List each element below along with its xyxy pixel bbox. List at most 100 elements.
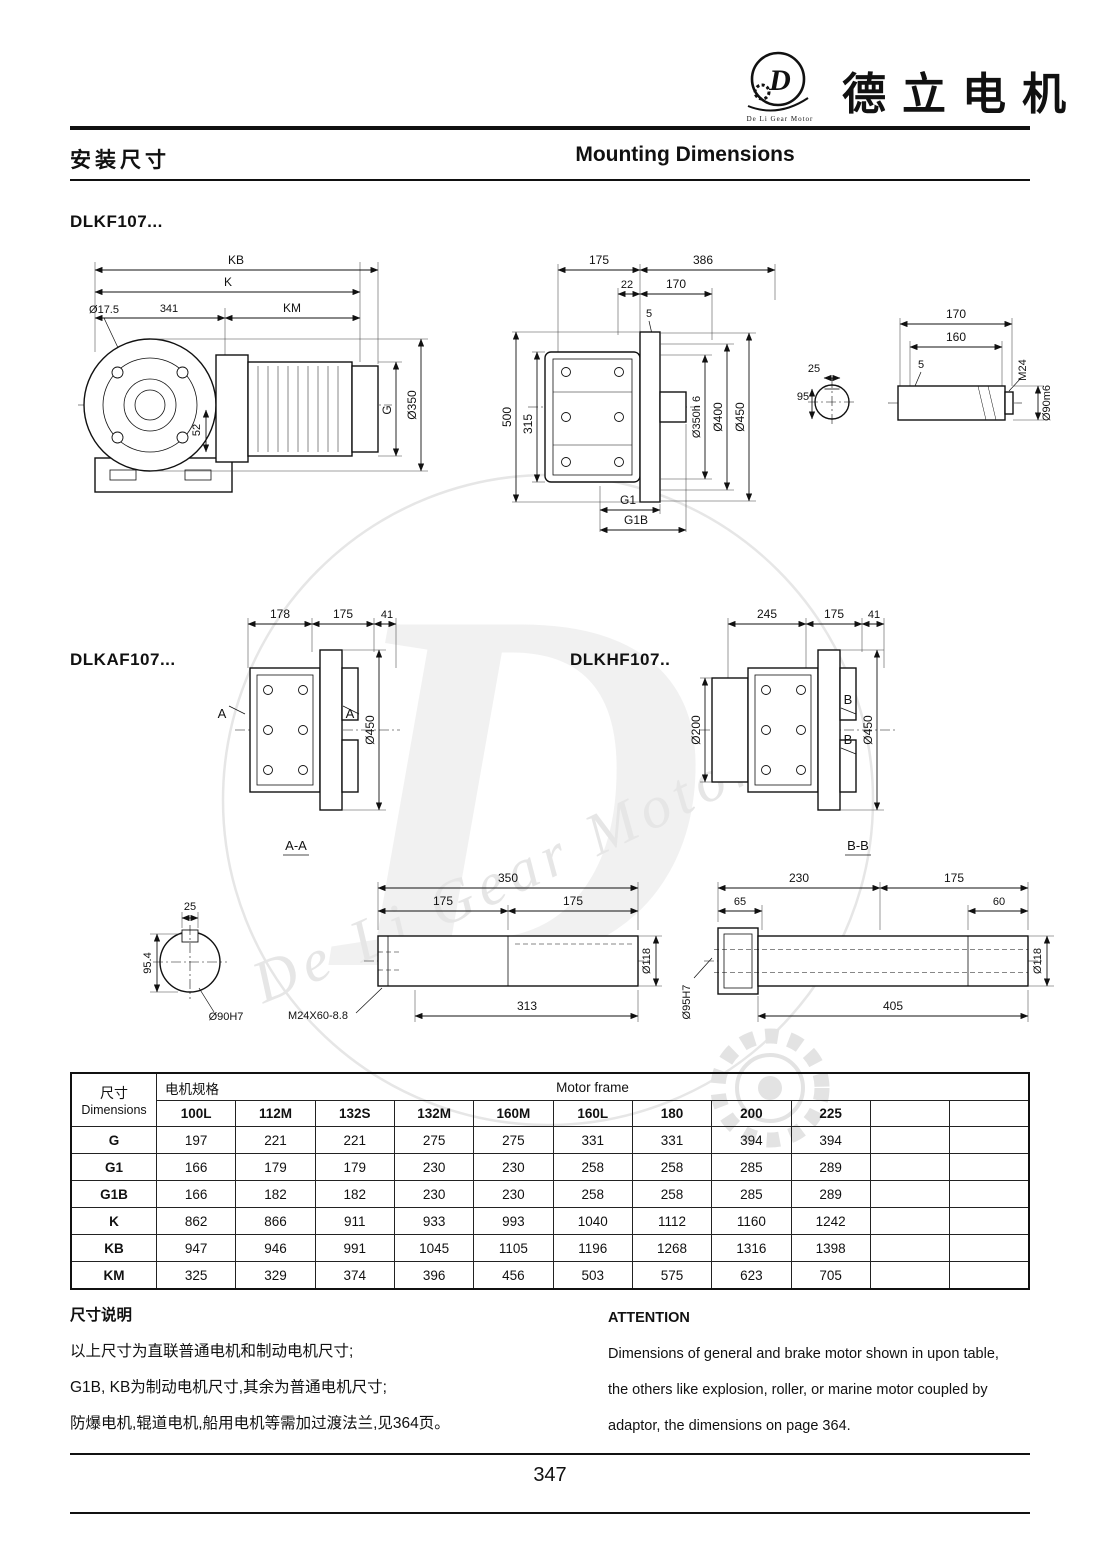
motor-fins xyxy=(257,366,339,452)
dim-value: 331 xyxy=(631,1126,713,1154)
col-header-225: 225 xyxy=(790,1100,871,1127)
dim-value: 456 xyxy=(473,1261,554,1290)
drawing-aa-section: 25 95.4 Ø90H7 350 175 175 xyxy=(142,871,662,1023)
drawing-shaft-detail: 170 160 5 M24 Ø90m6 xyxy=(888,307,1053,421)
dim-value: 289 xyxy=(790,1180,871,1208)
gear-icon xyxy=(753,83,771,101)
dim-value: 230 xyxy=(393,1180,475,1208)
dim-value: 258 xyxy=(552,1153,633,1181)
dim-245: 245 xyxy=(757,607,777,621)
dim-175b: 175 xyxy=(563,894,583,908)
dim-value: 166 xyxy=(155,1180,237,1208)
dim-g1b: G1B xyxy=(624,513,648,527)
dim-value: 230 xyxy=(473,1153,554,1181)
dim-d118: Ø118 xyxy=(1032,948,1044,974)
page-title-en: Mounting Dimensions xyxy=(575,143,795,166)
dim-km: KM xyxy=(283,301,301,315)
dim-value: 197 xyxy=(155,1126,237,1154)
notes-english: ATTENTION Dimensions of general and brak… xyxy=(608,1300,999,1444)
dim-175: 175 xyxy=(824,607,844,621)
row-label: KM xyxy=(70,1261,157,1290)
section-label-dlkaf107: DLKAF107... xyxy=(70,650,176,669)
corner-cn: 尺寸 xyxy=(100,1085,128,1101)
dim-d450: Ø450 xyxy=(733,402,747,432)
dim-25: 25 xyxy=(184,901,196,913)
dim-value: 221 xyxy=(314,1126,395,1154)
dim-value: 230 xyxy=(473,1180,554,1208)
footer-rule-bottom xyxy=(70,1512,1030,1514)
section-label-aa: A-A xyxy=(285,838,307,853)
dim-value: 1196 xyxy=(552,1234,633,1262)
dim-313: 313 xyxy=(517,999,537,1013)
dim-41: 41 xyxy=(868,609,880,621)
dim-d118: Ø118 xyxy=(641,948,653,974)
dim-value: 862 xyxy=(155,1207,237,1235)
notes-en-title: ATTENTION xyxy=(608,1310,690,1326)
dim-value xyxy=(949,1261,1030,1290)
dim-value: 221 xyxy=(235,1126,316,1154)
dim-value: 575 xyxy=(631,1261,713,1290)
dim-value: 179 xyxy=(235,1153,316,1181)
dim-value: 946 xyxy=(235,1234,316,1262)
dim-value: 705 xyxy=(790,1261,871,1290)
section-mark-a-right: A xyxy=(346,706,355,721)
dim-value: 1268 xyxy=(631,1234,713,1262)
dim-value: 866 xyxy=(235,1207,316,1235)
dim-value: 1045 xyxy=(393,1234,475,1262)
dim-315: 315 xyxy=(521,414,535,434)
dim-value: 1105 xyxy=(473,1234,554,1262)
dim-d350h6: Ø350h 6 xyxy=(691,396,703,438)
footer-rule-top xyxy=(70,1453,1030,1455)
dim-value xyxy=(949,1180,1030,1208)
corner-en: Dimensions xyxy=(81,1103,147,1117)
dim-value xyxy=(869,1126,951,1154)
dim-value: 993 xyxy=(473,1207,554,1235)
row-label: G1 xyxy=(70,1153,157,1181)
note-line: G1B, KB为制动电机尺寸,其余为普通电机尺寸; xyxy=(70,1379,387,1396)
brand-name: 德立电机 xyxy=(842,70,1082,119)
logo-subtext: De Li Gear Motor xyxy=(747,115,814,123)
dim-65: 65 xyxy=(734,896,746,908)
logo-letter: D xyxy=(768,64,791,97)
dim-175: 175 xyxy=(944,871,964,885)
section-label-dlkhf107: DLKHF107.. xyxy=(570,650,671,669)
dim-d350: Ø350 xyxy=(405,390,419,420)
dim-5: 5 xyxy=(646,308,652,320)
dim-25: 25 xyxy=(808,363,820,375)
table-header-row-1: 尺寸 Dimensions 电机规格 Motor frame xyxy=(70,1072,1030,1127)
col-header-empty-10 xyxy=(949,1100,1030,1127)
dim-230: 230 xyxy=(789,871,809,885)
dim-value: 933 xyxy=(393,1207,475,1235)
section-mark-a-left: A xyxy=(218,706,227,721)
dim-m24x60: M24X60-8.8 xyxy=(288,1010,348,1022)
col-header-112M: 112M xyxy=(235,1100,316,1127)
dim-d400: Ø400 xyxy=(711,402,725,432)
dim-value: 396 xyxy=(393,1261,475,1290)
dim-value: 329 xyxy=(235,1261,316,1290)
dim-value xyxy=(869,1261,951,1290)
dim-value: 275 xyxy=(473,1126,554,1154)
dim-kb: KB xyxy=(228,253,244,267)
dim-value: 394 xyxy=(790,1126,871,1154)
drawing-dlkf-side-view: KB K 341 KM Ø17.5 xyxy=(78,253,428,493)
drawing-dlkaf-view: 178 175 41 A A Ø450 A-A xyxy=(218,607,400,856)
dim-178: 178 xyxy=(270,607,290,621)
brand-logo: D De Li Gear Motor xyxy=(738,48,838,126)
dim-value: 394 xyxy=(711,1126,792,1154)
dim-value: 289 xyxy=(790,1153,871,1181)
dim-60: 60 xyxy=(993,896,1005,908)
col-header-160L: 160L xyxy=(552,1100,633,1127)
row-label: G1B xyxy=(70,1180,157,1208)
motor-frame-en: Motor frame xyxy=(556,1079,629,1095)
dim-value: 1160 xyxy=(711,1207,792,1235)
dim-170: 170 xyxy=(946,307,966,321)
dim-value: 1242 xyxy=(790,1207,871,1235)
dim-value xyxy=(869,1153,951,1181)
header-rule xyxy=(70,126,1030,130)
dim-d200: Ø200 xyxy=(689,715,703,745)
dim-value: 374 xyxy=(314,1261,395,1290)
